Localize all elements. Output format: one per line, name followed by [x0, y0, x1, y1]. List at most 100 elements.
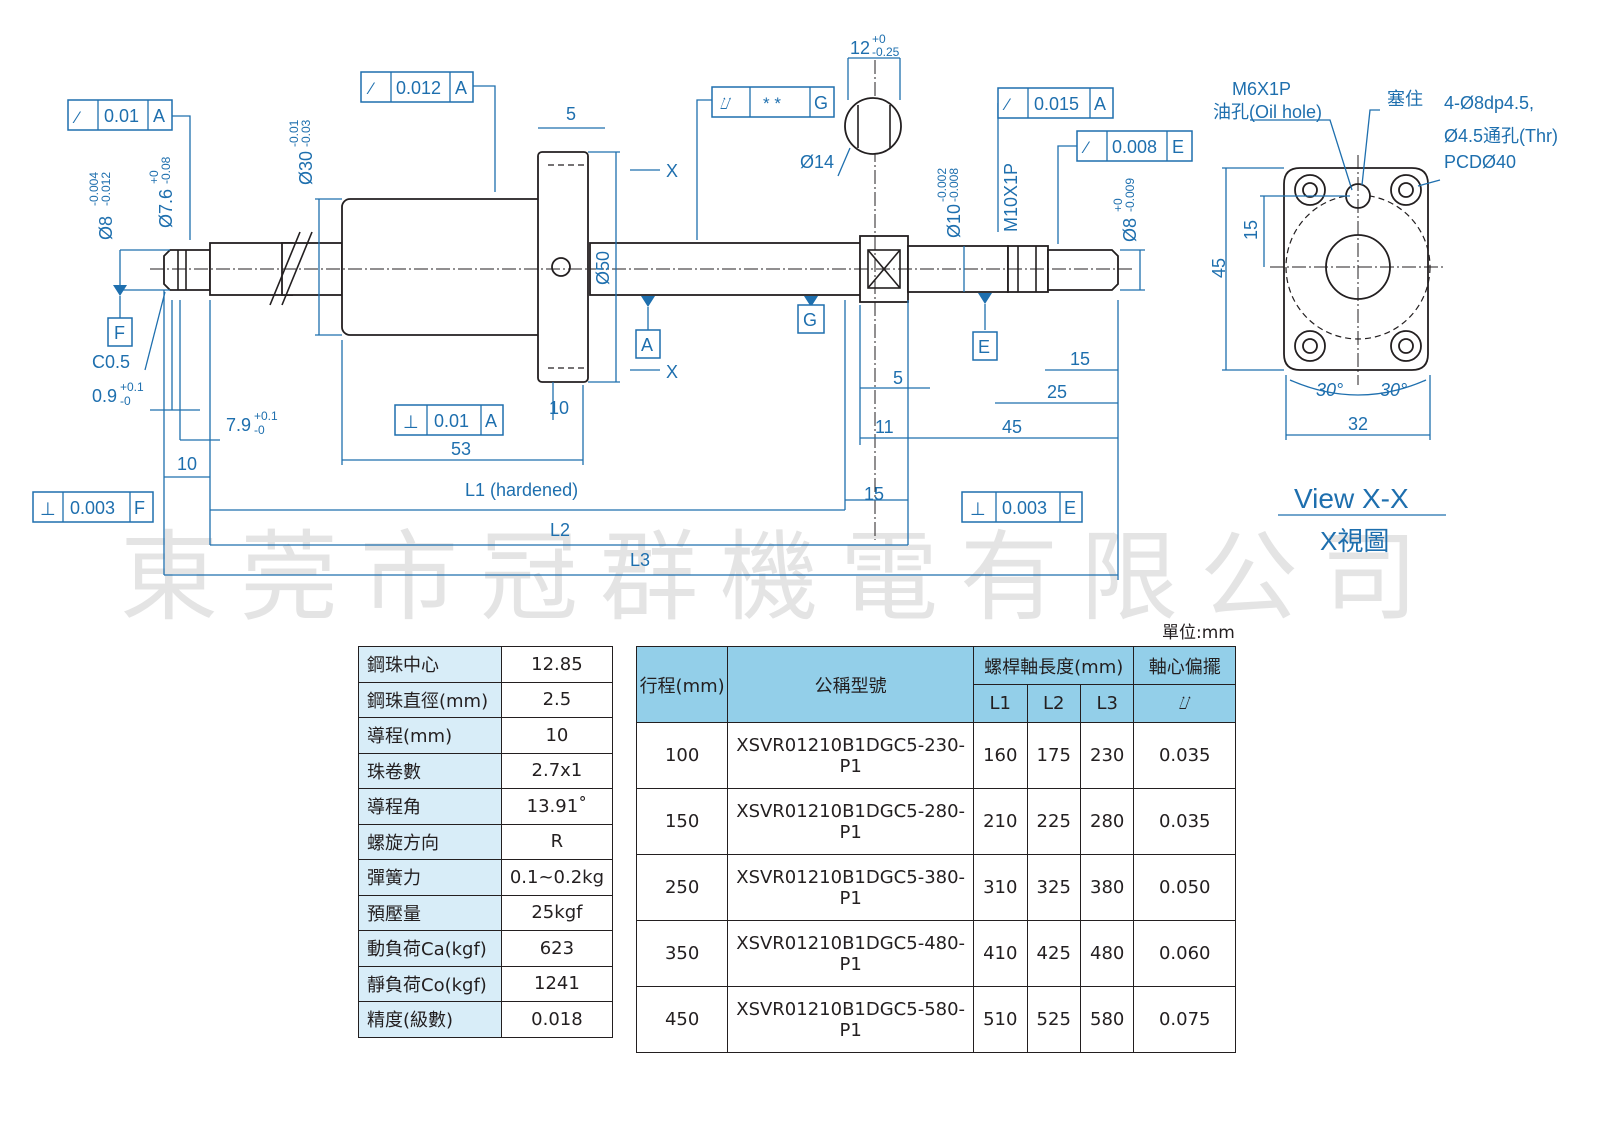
svg-text:X: X	[666, 362, 678, 382]
svg-text:Ø7.6: Ø7.6	[156, 189, 176, 228]
spec-row: 導程(mm)10	[358, 717, 614, 754]
spec-value: 0.018	[500, 1001, 614, 1038]
svg-text:Ø8: Ø8	[96, 216, 116, 240]
ball-nut	[341, 151, 589, 383]
svg-text:⁄: ⁄	[1002, 95, 1012, 114]
cell-model: XSVR01210B1DGC5-280-P1	[727, 788, 975, 855]
svg-text:-0.008: -0.008	[947, 168, 961, 202]
svg-text:10: 10	[177, 454, 197, 474]
svg-text:+0: +0	[147, 170, 161, 184]
model-table: 行程(mm) 公稱型號 螺桿軸長度(mm) 軸心偏擺 L1 L2 L3 ⌰ 10…	[635, 646, 1236, 1053]
svg-text:A: A	[485, 411, 497, 431]
svg-text:30°: 30°	[1380, 380, 1407, 400]
spec-value: 25kgf	[500, 894, 614, 931]
fcf-runout-left: ⁄ 0.01 A	[67, 99, 173, 131]
svg-text:+0: +0	[872, 32, 886, 46]
svg-text:-0.004: -0.004	[87, 172, 101, 206]
spec-row: 鋼珠直徑(mm)2.5	[358, 681, 614, 718]
spec-label: 精度(級數)	[358, 1001, 502, 1038]
svg-text:30°: 30°	[1316, 380, 1343, 400]
svg-text:G: G	[814, 93, 828, 113]
cell-l2: 425	[1026, 920, 1081, 987]
runout-left-value: 0.01	[104, 106, 139, 126]
spec-value: 10	[500, 717, 614, 754]
view-x-x: 45 15 30° 30° 32 M6X1P 油孔(Oil hole) 塞住 4…	[1209, 79, 1558, 556]
cell-stroke: 350	[635, 920, 729, 987]
spec-label: 鋼珠直徑(mm)	[358, 681, 502, 718]
cell-l3: 380	[1079, 854, 1135, 921]
cell-l2: 325	[1026, 854, 1081, 921]
runout-nut-value: 0.012	[396, 78, 441, 98]
view-dim-15: 15	[1241, 220, 1261, 240]
datum-ref-a: A	[153, 106, 165, 126]
fcf-runout-right1: ⁄ 0.015 A	[997, 87, 1114, 119]
spec-label: 靜負荷Co(kgf)	[358, 965, 502, 1002]
ball-screw-drawing: ⁄ 0.01 A ⁄ 0.012 A ⌰ * * G ⁄ 0.015 A ⁄ 0…	[32, 32, 1558, 580]
header-l2: L2	[1026, 684, 1081, 723]
svg-text:塞住: 塞住	[1387, 89, 1423, 109]
cell-l1: 410	[973, 920, 1028, 987]
svg-text:-0.03: -0.03	[299, 119, 313, 147]
parallelism-value: * *	[763, 94, 781, 113]
svg-text:-0: -0	[120, 394, 131, 408]
svg-text:32: 32	[1348, 414, 1368, 434]
svg-text:-0.08: -0.08	[159, 156, 173, 184]
runout-right1-value: 0.015	[1034, 94, 1079, 114]
svg-text:-0: -0	[254, 423, 265, 437]
cell-model: XSVR01210B1DGC5-480-P1	[727, 920, 975, 987]
cell-l3: 480	[1079, 920, 1135, 987]
spec-label: 預壓量	[358, 894, 502, 931]
cell-l1: 160	[973, 722, 1028, 789]
datum-f: F	[107, 317, 133, 347]
watermark: 東莞市冠群機電有限公司	[120, 521, 1441, 635]
spec-label: 導程(mm)	[358, 717, 502, 754]
svg-text:Ø30: Ø30	[296, 151, 316, 185]
perp-right-value: 0.003	[1002, 498, 1047, 518]
spec-row: 精度(級數)0.018	[358, 1001, 614, 1038]
cell-l2: 525	[1026, 986, 1081, 1053]
svg-text:25: 25	[1047, 382, 1067, 402]
fcf-perp-left: ⊥ 0.003 F	[32, 491, 154, 523]
spec-value: 2.5	[500, 681, 614, 718]
svg-text:7.9: 7.9	[226, 415, 251, 435]
cell-l1: 310	[973, 854, 1028, 921]
header-l1: L1	[973, 684, 1028, 723]
dimension-texts: Ø8 -0.004 -0.012 Ø7.6 +0 -0.08 Ø30 -0.01…	[87, 32, 1140, 570]
svg-text:15: 15	[864, 484, 884, 504]
svg-text:E: E	[1172, 137, 1184, 157]
cell-l3: 280	[1079, 788, 1135, 855]
svg-text:5: 5	[893, 368, 903, 388]
svg-text:⊥: ⊥	[40, 499, 56, 519]
cell-runout: 0.050	[1133, 854, 1236, 921]
spec-label: 珠卷數	[358, 752, 502, 789]
spec-value: 13.91˚	[500, 788, 614, 825]
cell-model: XSVR01210B1DGC5-230-P1	[727, 722, 975, 789]
fcf-perp-nut: ⊥ 0.01 A	[394, 404, 504, 436]
svg-text:53: 53	[451, 439, 471, 459]
svg-text:Ø8: Ø8	[1120, 218, 1140, 242]
svg-text:Ø4.5通孔(Thr): Ø4.5通孔(Thr)	[1444, 126, 1558, 146]
svg-text:+0.1: +0.1	[120, 380, 144, 394]
spec-value: R	[500, 823, 614, 860]
svg-text:⌰: ⌰	[720, 94, 731, 113]
unit-label: 單位:mm	[1162, 623, 1235, 643]
cell-l1: 210	[973, 788, 1028, 855]
spec-row: 靜負荷Co(kgf)1241	[358, 965, 614, 1002]
dimension-lines	[113, 57, 1145, 580]
svg-text:-0.002: -0.002	[935, 168, 949, 202]
svg-text:-0.012: -0.012	[99, 172, 113, 206]
header-l3: L3	[1079, 684, 1135, 723]
svg-text:A: A	[641, 335, 653, 355]
svg-text:M10X1P: M10X1P	[1001, 163, 1021, 232]
svg-text:-0.01: -0.01	[287, 119, 301, 147]
cell-model: XSVR01210B1DGC5-580-P1	[727, 986, 975, 1053]
view-dim-45: 45	[1209, 258, 1229, 278]
header-runout: 軸心偏擺	[1133, 646, 1236, 685]
svg-text:0.9: 0.9	[92, 386, 117, 406]
svg-text:⁄: ⁄	[72, 108, 82, 127]
